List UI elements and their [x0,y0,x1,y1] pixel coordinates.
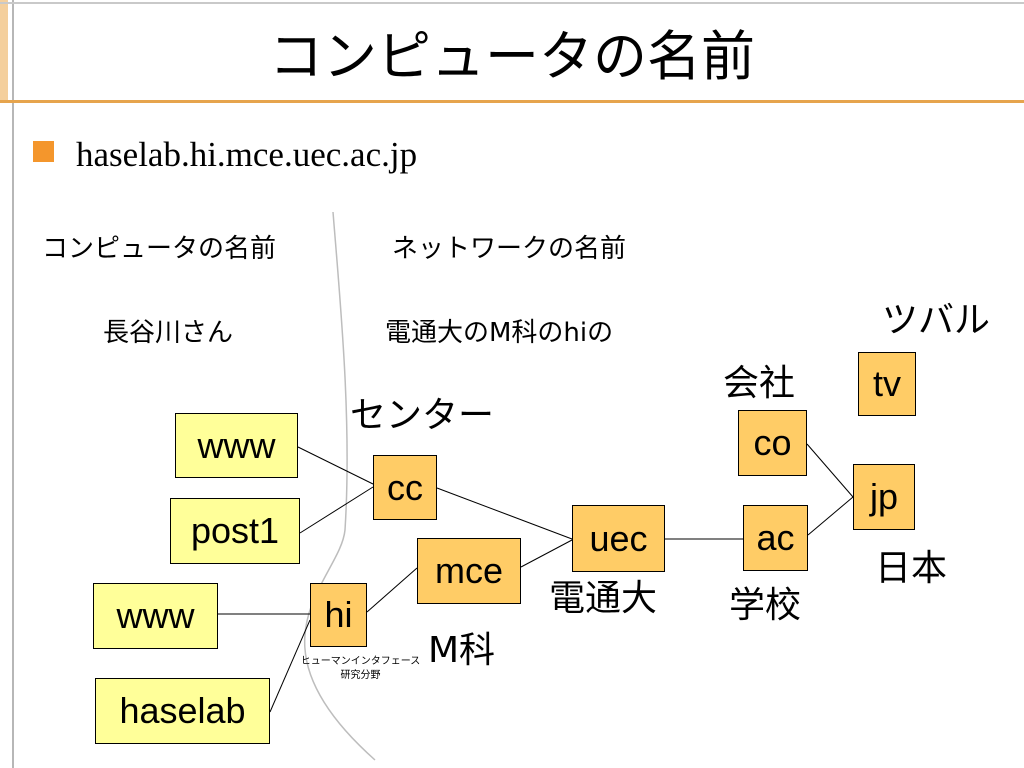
header-computer-name: コンピュータの名前 [42,234,277,264]
link-post1-cc [299,486,374,534]
link-ac-jp [807,496,854,536]
node-uec: uec [572,505,665,572]
caption-uec: 電通大 [549,578,658,619]
node-ac: ac [743,505,808,571]
node-tv: tv [858,352,916,416]
node-cc: cc [373,455,437,520]
link-haselab-hi [269,619,311,713]
top-border-line [0,2,1024,4]
link-cc-uec [436,487,573,540]
left-accent-bar [0,0,8,100]
node-mce: mce [417,538,521,604]
caption-japan: 日本 [875,548,948,589]
subtitle-hasegawa: 長谷川さん [103,318,234,348]
bullet-square-icon [33,141,54,162]
caption-hi-lab-line2: 研究分野 [340,670,381,681]
caption-center: センター [350,395,495,436]
slide-title: コンピュータの名前 [269,25,755,88]
node-www-top: www [175,413,298,478]
bullet-domain-text: haselab.hi.mce.uec.ac.jp [76,135,418,174]
caption-hi-lab: ヒューマンインタフェース 研究分野 [288,655,433,683]
link-mce-uec [520,539,573,568]
node-hi: hi [310,583,367,647]
node-jp: jp [853,464,915,530]
subtitle-uec-m-hi: 電通大のM科のhiの [385,318,614,348]
node-post1: post1 [170,498,300,564]
divider-curve [304,211,376,761]
caption-company: 会社 [723,363,796,404]
header-network-name: ネットワークの名前 [392,234,627,264]
node-co: co [738,410,807,476]
caption-school: 学校 [729,585,802,626]
left-border-line [12,0,14,768]
caption-hi-lab-line1: ヒューマンインタフェース [300,656,421,667]
title-underline [0,100,1024,103]
caption-mka: M科 [428,630,496,671]
node-haselab: haselab [95,678,270,744]
link-www-cc [297,446,374,485]
caption-tuvalu: ツバル [882,300,991,341]
link-co-jp [806,443,854,498]
node-www-bottom: www [93,583,218,649]
link-hi-mce [366,567,418,613]
